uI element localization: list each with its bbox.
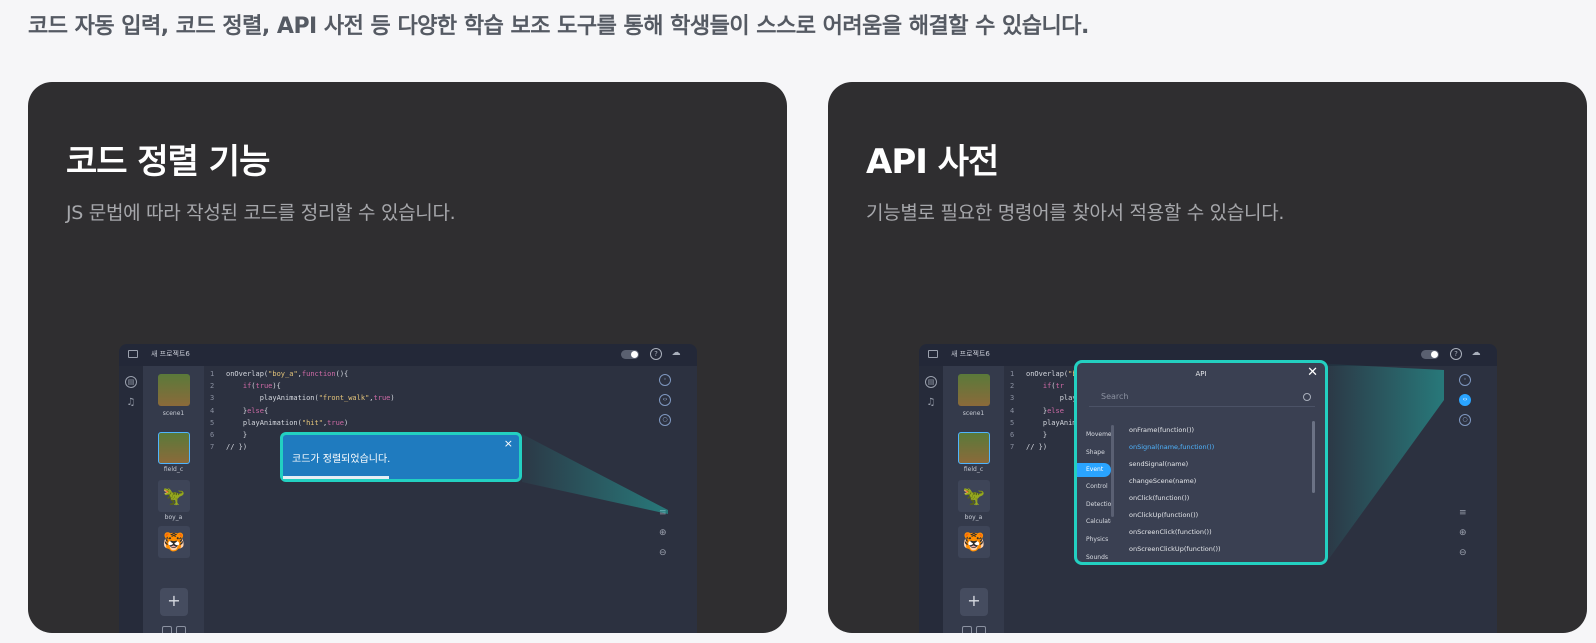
- mode-toggle[interactable]: [621, 350, 639, 359]
- feature-card-code-format: 코드 정렬 기능 JS 문법에 따라 작성된 코드를 정리할 수 있습니다. 새…: [28, 82, 787, 633]
- sprite-tiger-thumbnail[interactable]: 🐯: [158, 526, 190, 558]
- music-icon[interactable]: ♫: [926, 397, 936, 408]
- api-item[interactable]: onScreenClick(function()): [1129, 528, 1212, 536]
- toast-progress-bar: [283, 476, 390, 479]
- card-title: 코드 정렬 기능: [66, 142, 270, 182]
- sprite-boy-thumbnail[interactable]: 🦖: [958, 480, 990, 512]
- add-sprite-button[interactable]: +: [960, 588, 988, 616]
- api-item[interactable]: sendSignal(name): [1129, 460, 1189, 468]
- project-name: 새 프로젝트6: [951, 350, 990, 358]
- api-item[interactable]: onFrame(function()): [1129, 426, 1195, 434]
- sprite-boy-thumbnail[interactable]: 🦖: [158, 480, 190, 512]
- close-icon[interactable]: ✕: [1307, 365, 1318, 380]
- api-category[interactable]: Movement: [1086, 431, 1111, 438]
- ide-left-rail: ▤ ♫: [919, 366, 943, 633]
- page-headline: 코드 자동 입력, 코드 정렬, API 사전 등 다양한 학습 보조 도구를 …: [28, 14, 1089, 39]
- align-icon[interactable]: ≡: [659, 508, 667, 518]
- api-category[interactable]: Sounds: [1086, 554, 1109, 561]
- ide-left-rail: ▤ ♫: [119, 366, 143, 633]
- mode-toggle[interactable]: [1421, 350, 1439, 359]
- music-icon[interactable]: ♫: [126, 397, 136, 408]
- help-icon[interactable]: ?: [1450, 348, 1462, 360]
- api-category[interactable]: Calculate: [1086, 518, 1111, 525]
- help-icon[interactable]: ?: [650, 348, 662, 360]
- trash-icon[interactable]: [176, 626, 186, 633]
- cloud-icon[interactable]: ☁: [671, 348, 681, 358]
- lock-icon[interactable]: [962, 626, 972, 633]
- sprite-label: scene1: [962, 410, 985, 417]
- hint-icon[interactable]: ◦: [659, 374, 671, 386]
- api-item[interactable]: onClickUp(function()): [1129, 511, 1199, 519]
- card-description: 기능별로 필요한 명령어를 찾아서 적용할 수 있습니다.: [866, 202, 1285, 224]
- sprite-label: boy_a: [964, 514, 983, 521]
- sprite-label: field_c: [163, 466, 184, 473]
- api-item-highlighted[interactable]: onSignal(name,function()): [1129, 443, 1215, 451]
- category-scrollbar[interactable]: [1111, 425, 1114, 517]
- toast-message: 코드가 정렬되었습니다.: [292, 454, 391, 465]
- sprite-scene-thumbnail[interactable]: [158, 374, 190, 406]
- api-item[interactable]: changeScene(name): [1129, 477, 1197, 485]
- api-category[interactable]: Shape: [1086, 449, 1105, 456]
- api-category[interactable]: Physics: [1086, 536, 1109, 543]
- api-category-active[interactable]: Event: [1077, 463, 1111, 477]
- trash-icon[interactable]: [976, 626, 986, 633]
- feature-card-api-dictionary: API 사전 기능별로 필요한 명령어를 찾아서 적용할 수 있습니다. 새 프…: [828, 82, 1587, 633]
- zoom-in-icon[interactable]: ⊕: [1459, 528, 1467, 538]
- sprite-tiger-thumbnail[interactable]: 🐯: [958, 526, 990, 558]
- ide-screenshot: 새 프로젝트6 ? ☁ ▤ ♫ scene1 field_c 🦖 boy_a 🐯…: [119, 344, 697, 633]
- api-dictionary-dialog: API ✕ Movement Shape Event Control Detec…: [1074, 360, 1328, 565]
- folder-icon[interactable]: [928, 350, 938, 358]
- zoom-out-icon[interactable]: ⊖: [1459, 548, 1467, 558]
- folder-icon[interactable]: [128, 350, 138, 358]
- ide-toolbar: 새 프로젝트6 ? ☁: [919, 344, 1497, 366]
- sprite-label: scene1: [162, 410, 185, 417]
- lock-icon[interactable]: [162, 626, 172, 633]
- sprite-panel-icon[interactable]: ▤: [925, 376, 937, 388]
- project-name: 새 프로젝트6: [151, 350, 190, 358]
- add-sprite-button[interactable]: +: [160, 588, 188, 616]
- align-icon[interactable]: ≡: [1459, 508, 1467, 518]
- format-toast: 코드가 정렬되었습니다. ×: [280, 432, 522, 482]
- card-description: JS 문법에 따라 작성된 코드를 정리할 수 있습니다.: [66, 202, 456, 224]
- sprite-panel-icon[interactable]: ▤: [125, 376, 137, 388]
- zoom-out-icon[interactable]: ⊖: [659, 548, 667, 558]
- api-category[interactable]: Control: [1086, 483, 1108, 490]
- api-dictionary-icon[interactable]: ‹›: [1459, 394, 1471, 406]
- api-dictionary-icon[interactable]: ‹›: [659, 394, 671, 406]
- sprite-list: scene1 field_c 🦖 boy_a 🐯 +: [143, 366, 204, 633]
- ide-toolbar: 새 프로젝트6 ? ☁: [119, 344, 697, 366]
- api-item[interactable]: onScreenClickUp(function()): [1129, 545, 1221, 553]
- sprite-list: scene1 field_c 🦖 boy_a 🐯 +: [943, 366, 1004, 633]
- api-search-input[interactable]: [1089, 387, 1315, 407]
- api-category[interactable]: Detection: [1086, 501, 1111, 508]
- close-icon[interactable]: ×: [503, 437, 513, 450]
- format-icon[interactable]: ○: [1459, 414, 1471, 426]
- hint-icon[interactable]: ◦: [1459, 374, 1471, 386]
- search-icon[interactable]: [1303, 393, 1311, 401]
- sprite-scene-thumbnail[interactable]: [958, 374, 990, 406]
- api-list-scrollbar[interactable]: [1312, 421, 1315, 493]
- zoom-in-icon[interactable]: ⊕: [659, 528, 667, 538]
- sprite-field-thumbnail[interactable]: [958, 432, 990, 464]
- cloud-icon[interactable]: ☁: [1471, 348, 1481, 358]
- api-item[interactable]: onClick(function()): [1129, 494, 1190, 502]
- card-title: API 사전: [866, 142, 999, 182]
- dialog-title: API: [1195, 370, 1207, 378]
- sprite-label: boy_a: [164, 514, 183, 521]
- sprite-field-thumbnail[interactable]: [158, 432, 190, 464]
- format-icon[interactable]: ○: [659, 414, 671, 426]
- sprite-label: field_c: [963, 466, 984, 473]
